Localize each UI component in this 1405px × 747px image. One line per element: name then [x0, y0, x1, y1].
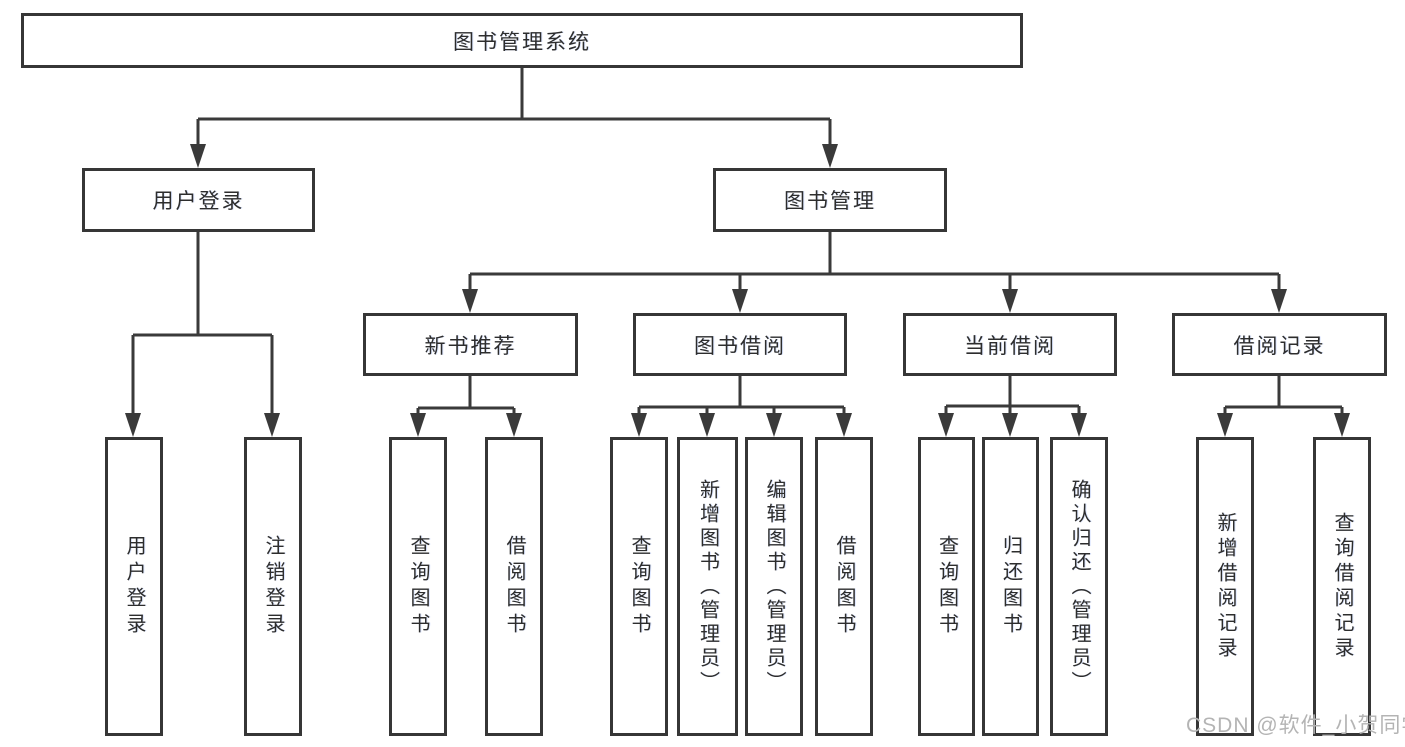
leaf-query-borrow-record-label: 查询借阅记录 [1331, 511, 1353, 662]
leaf-add-borrow-record-label: 新增借阅记录 [1214, 511, 1236, 662]
leaf-return-books: 归还图书 [982, 437, 1039, 736]
node-book-borrowing: 图书借阅 [633, 313, 847, 376]
leaf-borrow-books-recommend: 借阅图书 [485, 437, 543, 736]
node-book-management: 图书管理 [713, 168, 947, 232]
leaf-query-books-borrow-label: 查询图书 [628, 534, 650, 639]
node-user-login: 用户登录 [82, 168, 315, 232]
leaf-add-books-admin: 新增图书（管理员） [677, 437, 738, 736]
node-new-book-recommend-label: 新书推荐 [424, 334, 517, 358]
node-user-login-label: 用户登录 [152, 190, 245, 213]
leaf-user-login: 用户登录 [105, 437, 163, 736]
leaf-query-books-current-label: 查询图书 [935, 534, 958, 639]
leaf-edit-books-admin: 编辑图书（管理员） [745, 437, 803, 736]
node-new-book-recommend: 新书推荐 [363, 313, 578, 376]
leaf-query-books-recommend-label: 查询图书 [407, 534, 429, 639]
node-book-management-label: 图书管理 [784, 190, 876, 213]
node-root-system-label: 图书管理系统 [453, 30, 591, 54]
node-borrowing-records: 借阅记录 [1172, 313, 1387, 376]
leaf-add-books-admin-label: 新增图书（管理员） [696, 478, 719, 695]
leaf-add-borrow-record: 新增借阅记录 [1196, 437, 1254, 736]
leaf-logout-label: 注销登录 [262, 534, 284, 639]
leaf-borrow-books-recommend-label: 借阅图书 [503, 534, 525, 639]
leaf-query-books-borrow: 查询图书 [610, 437, 668, 736]
leaf-borrow-books-label: 借阅图书 [833, 534, 855, 639]
csdn-watermark: CSDN @软件_小贺同学 [1186, 714, 1405, 737]
leaf-edit-books-admin-label: 编辑图书（管理员） [763, 478, 785, 695]
leaf-borrow-books: 借阅图书 [815, 437, 873, 736]
node-current-borrowing: 当前借阅 [903, 313, 1117, 376]
leaf-logout: 注销登录 [244, 437, 302, 736]
node-borrowing-records-label: 借阅记录 [1233, 334, 1326, 358]
node-root-system: 图书管理系统 [21, 13, 1023, 68]
leaf-query-books-current: 查询图书 [918, 437, 975, 736]
leaf-confirm-return-admin: 确认归还（管理员） [1050, 437, 1108, 736]
node-current-borrowing-label: 当前借阅 [964, 334, 1056, 358]
leaf-user-login-label: 用户登录 [123, 534, 145, 639]
leaf-query-books-recommend: 查询图书 [389, 437, 447, 736]
arrowhead-icons [125, 144, 1350, 437]
leaf-return-books-label: 归还图书 [999, 534, 1022, 639]
leaf-confirm-return-admin-label: 确认归还（管理员） [1068, 478, 1090, 695]
node-book-borrowing-label: 图书借阅 [694, 334, 786, 358]
leaf-query-borrow-record: 查询借阅记录 [1313, 437, 1371, 736]
